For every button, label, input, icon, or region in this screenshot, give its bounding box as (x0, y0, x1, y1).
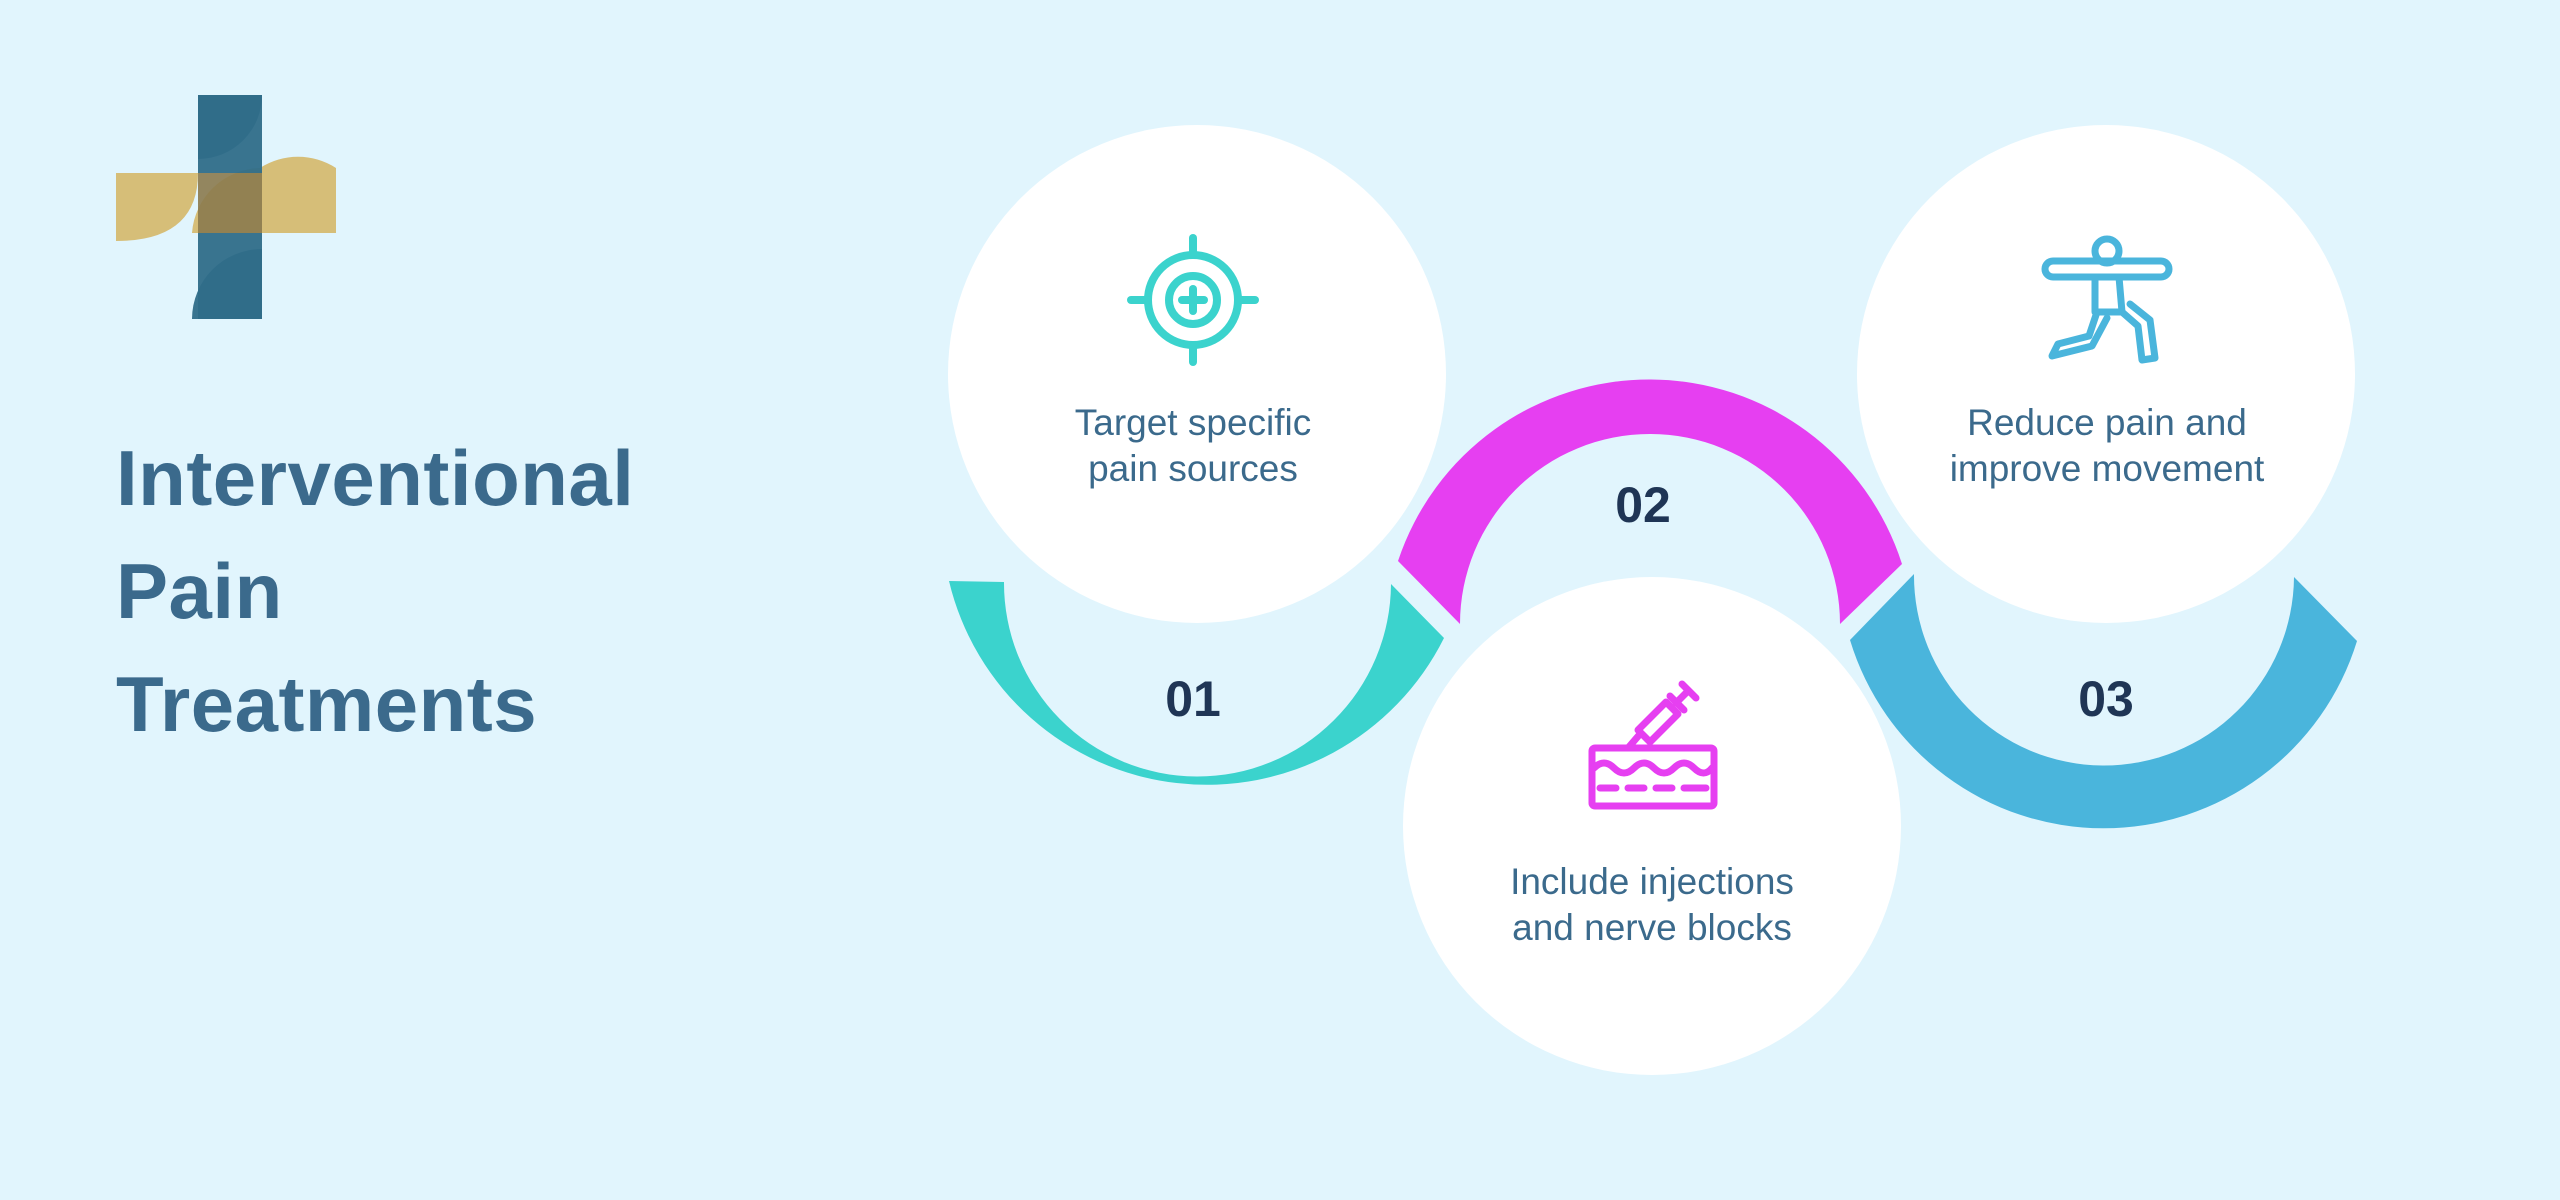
step-2-arc (1398, 379, 1902, 624)
step-2-text-line-1: Include injections (1510, 861, 1794, 902)
medical-cross-logo-icon (116, 95, 336, 319)
page-title: Interventional Pain Treatments (116, 422, 736, 761)
step-1-circle (948, 125, 1446, 623)
step-3-text-line-1: Reduce pain and (1967, 402, 2247, 443)
step-2-number: 02 (1615, 477, 1671, 533)
step-3-arc (1850, 574, 2357, 829)
title-line-1: Interventional (116, 434, 635, 522)
step-1-arc (949, 581, 1444, 785)
syringe-injection-icon (1588, 680, 1718, 810)
title-line-2: Pain (116, 547, 283, 635)
step-3-text-line-2: improve movement (1950, 448, 2265, 489)
logo-lower-stem (198, 233, 262, 319)
logo-overlap (198, 173, 262, 233)
target-crosshair-icon (1127, 234, 1259, 366)
step-1-number: 01 (1165, 671, 1221, 727)
step-1-text-line-2: pain sources (1088, 448, 1298, 489)
step-3-circle (1857, 125, 2355, 623)
title-line-3: Treatments (116, 660, 538, 748)
logo-left-bar (116, 173, 262, 241)
logo-upper-stem (198, 95, 262, 173)
step-2-text-line-2: and nerve blocks (1512, 907, 1792, 948)
stretching-person-icon (2041, 235, 2173, 364)
step-1-text-line-1: Target specific (1075, 402, 1312, 443)
step-2-circle (1403, 577, 1901, 1075)
step-3-number: 03 (2078, 671, 2134, 727)
